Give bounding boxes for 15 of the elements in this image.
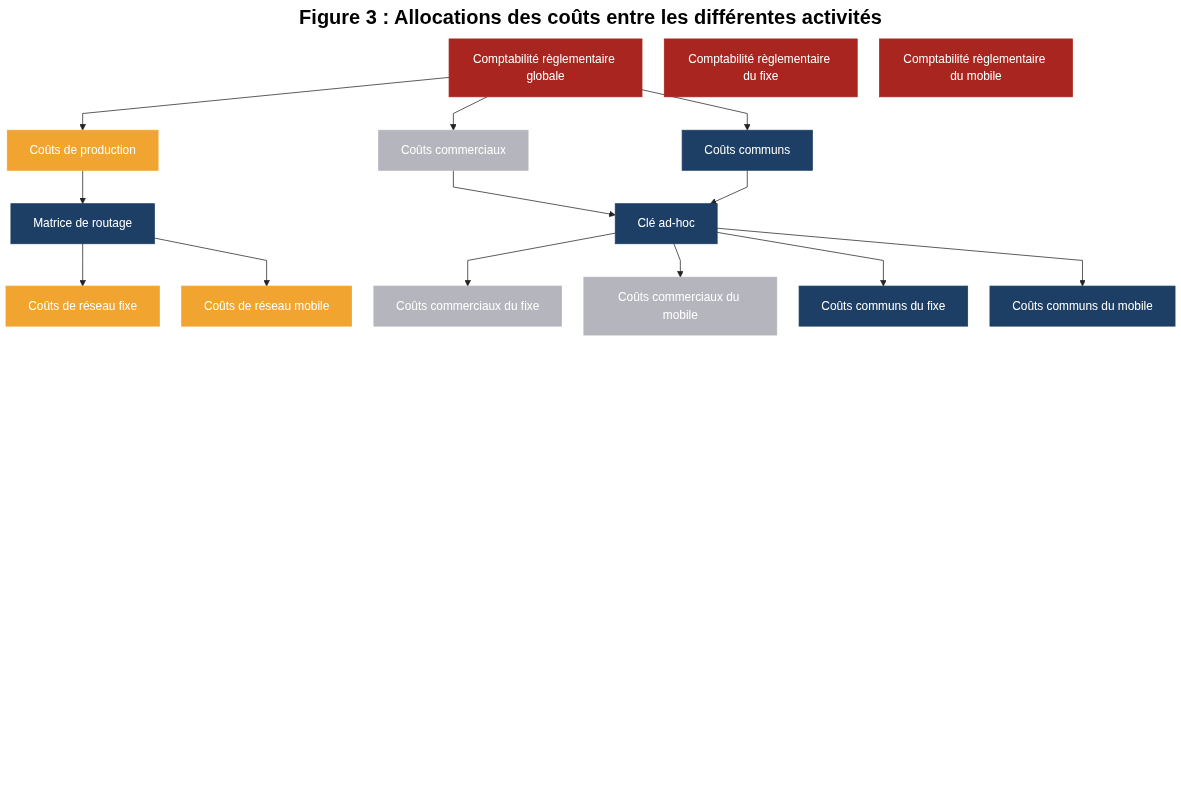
node-box: Matrice de routage: [10, 203, 155, 245]
node-box: Coûts communs du mobile: [989, 285, 1176, 327]
diagram-title: Figure 3 : Allocations des coûts entre les différentes activités: [298, 6, 883, 29]
node-box: Comptabilité règlementaire du mobile: [879, 38, 1073, 98]
node-box: Coûts de réseau fixe: [5, 285, 160, 327]
node-box: Coûts commerciaux du mobile: [583, 276, 778, 336]
node-box: Coûts communs du fixe: [798, 285, 969, 327]
node-box: Clé ad-hoc: [614, 203, 718, 245]
node-box: Coûts de production: [6, 129, 159, 171]
node-box: Coûts de réseau mobile: [181, 285, 352, 327]
node-box: Coûts commerciaux du fixe: [373, 285, 562, 327]
node-box: Comptabilité règlementaire du fixe: [663, 38, 858, 98]
node-box: Coûts communs: [681, 129, 813, 171]
node-box: Comptabilité règlementaire globale: [448, 38, 643, 98]
node-box: Coûts commerciaux: [378, 129, 529, 171]
